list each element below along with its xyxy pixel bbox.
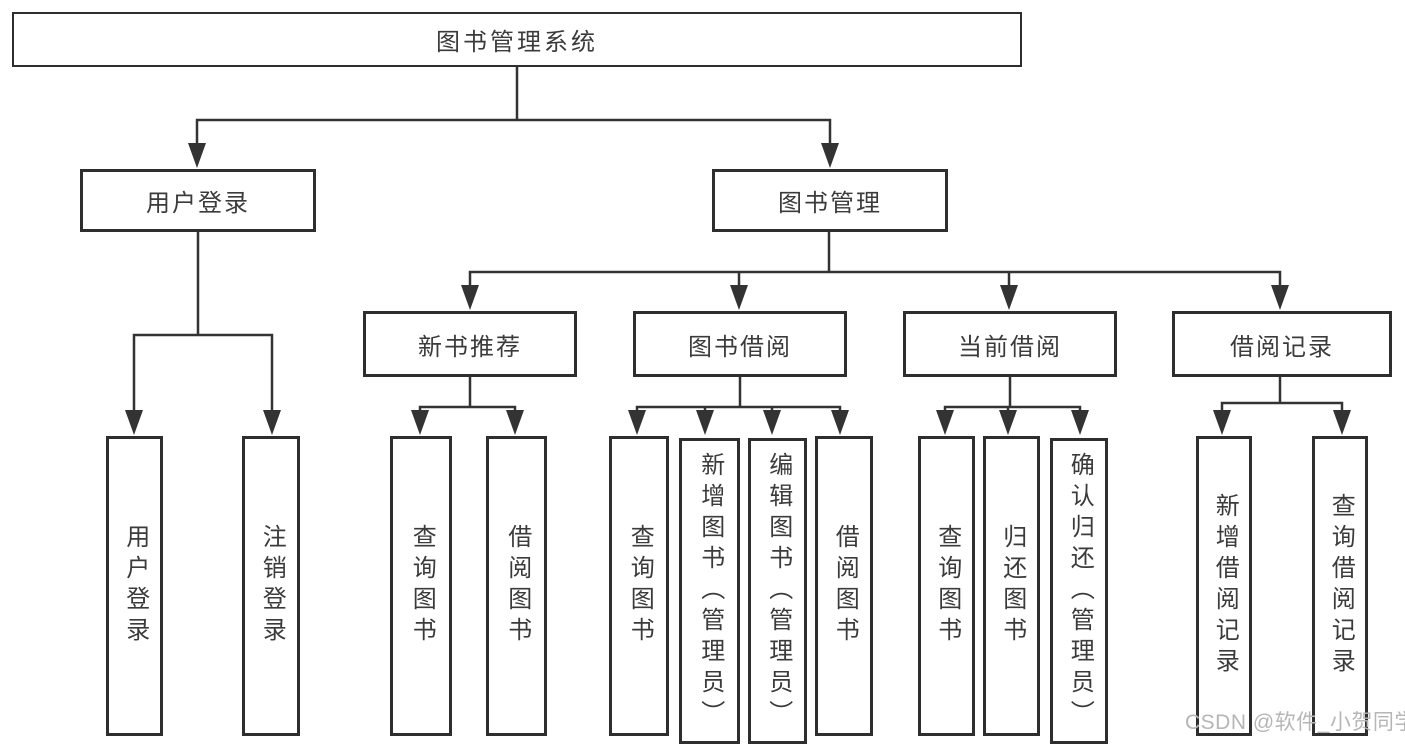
leaf-logout-login-label: 注销登录 [258,524,286,648]
leaf-add-books-admin-label: 新增图书（管理员） [696,451,724,731]
leaf-logout-login: 注销登录 [242,436,300,736]
leaf-user-login-label: 用户登录 [121,524,149,648]
node-borrowing-records: 借阅记录 [1172,311,1392,377]
node-user-login: 用户登录 [80,169,316,232]
leaf-add-borrow-record-label: 新增借阅记录 [1211,493,1239,679]
leaf-borrow-books-1: 借阅图书 [486,436,547,736]
csdn-watermark: CSDN @软件_小贺同学 [1185,711,1405,734]
node-book-management: 图书管理 [712,169,948,232]
leaf-confirm-return-admin: 确认归还（管理员） [1050,438,1108,744]
leaf-query-books-3: 查询图书 [918,436,975,736]
leaf-query-books-3-label: 查询图书 [933,524,961,648]
node-library-system: 图书管理系统 [12,12,1022,67]
leaf-borrow-books-2: 借阅图书 [815,436,873,736]
leaf-add-borrow-record: 新增借阅记录 [1196,436,1252,736]
leaf-edit-books-admin: 编辑图书（管理员） [748,438,807,744]
leaf-user-login: 用户登录 [106,436,163,736]
leaf-query-borrow-record: 查询借阅记录 [1312,436,1368,736]
leaf-query-borrow-record-label: 查询借阅记录 [1327,493,1355,679]
leaf-confirm-return-admin-label: 确认归还（管理员） [1066,451,1094,731]
leaf-return-books-label: 归还图书 [998,524,1026,648]
leaf-query-books-2: 查询图书 [609,436,669,736]
leaf-edit-books-admin-label: 编辑图书（管理员） [764,451,792,731]
node-new-book-recommendation: 新书推荐 [363,311,577,377]
leaf-borrow-books-2-label: 借阅图书 [831,524,859,648]
leaf-query-books-1: 查询图书 [390,436,452,736]
leaf-return-books: 归还图书 [983,436,1040,736]
leaf-query-books-2-label: 查询图书 [626,524,654,648]
node-book-borrowing: 图书借阅 [633,311,847,377]
node-current-borrowing: 当前借阅 [903,311,1117,377]
leaf-borrow-books-1-label: 借阅图书 [503,524,531,648]
leaf-query-books-1-label: 查询图书 [408,524,436,648]
leaf-add-books-admin: 新增图书（管理员） [679,438,740,744]
